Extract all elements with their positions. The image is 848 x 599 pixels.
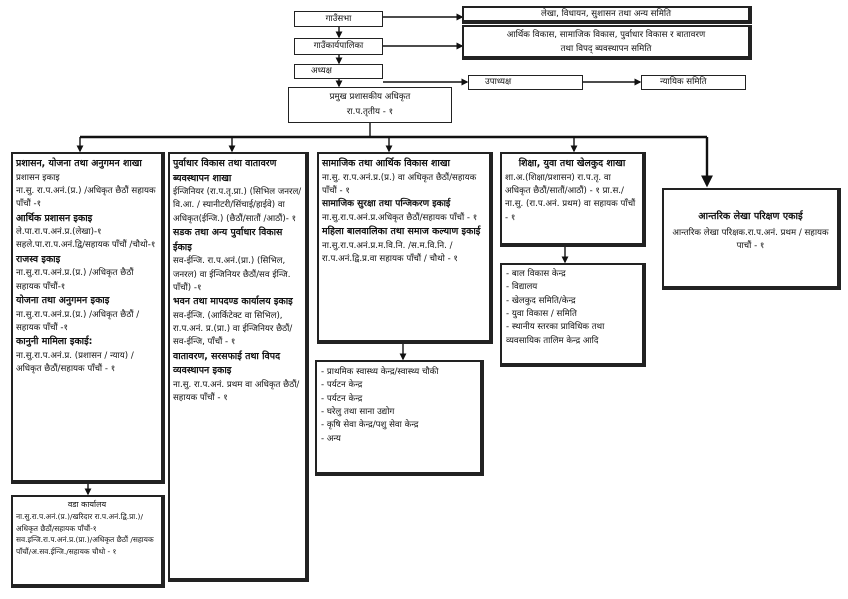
social-branch-staff: ना.सु. रा.प.अनं.प्र.(प्र.) वा अधिकृत छैठ…	[322, 172, 477, 196]
nyayik-label: न्यायिक समिति	[660, 77, 707, 87]
environment-unit-staff: ना.सु. रा.प.अनं. प्रथम वा अधिकृत छैठौं/स…	[173, 379, 300, 404]
ward-office-title: वडा कार्यालय	[67, 500, 107, 509]
social-branch-title: सामाजिक तथा आर्थिक विकास शाखा	[322, 158, 450, 169]
education-branch-box: शिक्षा, युवा तथा खेलकुद शाखा शा.अ.(शिक्ष…	[500, 152, 646, 247]
road-unit-title: सडक तथा अन्य पुर्वाधार विकास ईकाइ	[173, 227, 283, 253]
adhyaksha-label: अध्यक्ष	[311, 66, 332, 76]
karyapalika-box: गाउँकार्यपालिका	[294, 38, 383, 55]
list-item: - कृषि सेवा केन्द्र/पशु सेवा केन्द्र	[321, 420, 419, 431]
list-item: - पर्यटन केन्द्र	[321, 393, 363, 404]
internal-audit-title: आन्तरिक लेखा परिक्षण एकाई	[698, 211, 803, 222]
cao-line1: प्रमुख प्रशासकीय अधिकृत	[329, 92, 411, 102]
gaunsabha-label: गाउँसभा	[325, 14, 352, 24]
admin-unit-title: प्रशासन इकाइ	[16, 172, 60, 183]
social-services-list: - प्राथमिक स्वास्थ्य केन्द्र/स्वास्थ्य च…	[317, 366, 480, 446]
education-services-list-box: - बाल विकास केन्द्र - विद्यालय - खेलकुद सम…	[500, 263, 646, 367]
list-item: - बाल विकास केन्द्र	[506, 269, 566, 279]
infrastructure-branch-title: पुर्वाधार विकास तथा वातावरण ब्यवस्थापन श…	[173, 158, 277, 184]
planning-unit-staff: ना.सु.रा.प.अनं.प्र.(प्र.) /अधिकृत छैठौं …	[16, 309, 140, 333]
internal-audit-staff: आन्तरिक लेखा परिक्षक.रा.प.अनं. प्रथम / स…	[672, 227, 829, 252]
education-branch-staff: शा.अ.(शिक्षा/प्रशासन) रा.प.तृ. वा अधिकृत…	[505, 172, 636, 223]
karyapalika-committee-line2: तथा विपद् ब्यवस्थापन समिति	[560, 44, 652, 54]
list-item: - खेलकुद समिति/केन्द्र	[506, 295, 576, 306]
legal-unit-staff: ना.सु.रा.प.अनं.प्र. (प्रशासन / न्याय) /अ…	[16, 350, 134, 375]
infrastructure-branch-box: पुर्वाधार विकास तथा वातावरण ब्यवस्थापन श…	[168, 152, 309, 582]
infrastructure-branch-staff: ईन्जिनियर (रा.प.तृ.प्रा.) (सिभिल जनरल/वि…	[173, 187, 302, 224]
gaunsabha-committee-label: लेखा, विधायन, सुशासन तथा अन्य समिति	[541, 9, 671, 19]
admin-branch-title: प्रशासन, योजना तथा अनुगमन शाखा	[16, 158, 142, 169]
upadhyaksha-label: उपाध्यक्ष	[485, 77, 512, 87]
social-security-unit-title: सामाजिक सुरक्षा तथा पन्जिकरण इकाई	[322, 199, 451, 210]
list-item: - प्राथमिक स्वास्थ्य केन्द्र/स्वास्थ्य च…	[321, 367, 439, 377]
education-branch-title: शिक्षा, युवा तथा खेलकुद शाखा	[518, 158, 626, 169]
cao-line2: रा.प.तृतीय - १	[346, 107, 394, 117]
karyapalika-committee-line1: आर्थिक विकास, सामाजिक विकास, पुर्वाधार व…	[506, 30, 706, 40]
list-item: - अन्य	[321, 433, 341, 444]
building-unit-staff: सव-ईन्जि. (आर्किटेक्ट वा सिभिल), रा.प.अन…	[173, 310, 293, 348]
list-item: - पर्यटन केन्द्र	[321, 380, 363, 391]
ward-office-staff: ना.सु.रा.प.अनं.(प्र.)/खरिदार रा.प.अनं.द्…	[16, 512, 154, 556]
social-security-unit-staff: ना.सु.रा.प.अनं.प्र.अधिकृत छैठौं/सहायक पा…	[322, 213, 478, 224]
gaunsabha-committee-box: लेखा, विधायन, सुशासन तथा अन्य समिति	[462, 6, 752, 24]
social-branch-box: सामाजिक तथा आर्थिक विकास शाखा ना.सु. रा.…	[317, 152, 493, 344]
upadhyaksha-box: उपाध्यक्ष	[468, 75, 583, 90]
social-services-list-box: - प्राथमिक स्वास्थ्य केन्द्र/स्वास्थ्य च…	[315, 360, 484, 476]
finance-unit-title: आर्थिक प्रशासन इकाइ	[16, 212, 93, 224]
revenue-unit-title: राजस्व इकाइ	[16, 253, 61, 265]
gaunsabha-box: गाउँसभा	[294, 11, 383, 27]
environment-unit-title: वातावरण, सरसफाई तथा विपद व्यवस्थापन इकाइ	[173, 350, 281, 377]
road-unit-staff: सव-ईन्जि. रा.प.अनं.(प्रा.) (सिभिल, जनरल)…	[173, 256, 291, 293]
list-item: - विद्यालय	[506, 282, 538, 293]
legal-unit-title: कानुनी मामिला इकाई:	[16, 336, 93, 348]
internal-audit-box: आन्तरिक लेखा परिक्षण एकाई आन्तरिक लेखा प…	[662, 188, 841, 290]
admin-unit-staff: ना.सु. रा.प.अनं.(प्र.) /अधिकृत छैठौं सहा…	[16, 185, 156, 210]
finance-unit-staff: ले.पा.रा.प.अनं.प्र.(लेखा)-१ सहले.पा.रा.प…	[16, 227, 156, 251]
building-unit-title: भवन तथा मापदण्ड कार्यालय इकाइ	[173, 296, 293, 308]
karyapalika-committee-box: आर्थिक विकास, सामाजिक विकास, पुर्वाधार व…	[462, 25, 752, 60]
list-item: - युवा विकास / समिति	[506, 308, 577, 319]
planning-unit-title: योजना तथा अनुगमन इकाइ	[16, 294, 110, 306]
adhyaksha-box: अध्यक्ष	[294, 64, 383, 79]
admin-branch-box: प्रशासन, योजना तथा अनुगमन शाखा प्रशासन इ…	[11, 152, 165, 484]
cao-box: प्रमुख प्रशासकीय अधिकृत रा.प.तृतीय - १	[288, 87, 452, 123]
nyayik-box: न्यायिक समिति	[641, 75, 746, 90]
women-child-unit-staff: ना.सु.रा.प.अनं.प्र.म.वि.नि. /स.म.वि.नि. …	[322, 241, 458, 265]
karyapalika-label: गाउँकार्यपालिका	[313, 41, 364, 51]
women-child-unit-title: महिला बालवालिका तथा समाज कल्याण इकाई	[322, 226, 481, 238]
list-item: - घरेलु तथा साना उद्योग	[321, 406, 395, 417]
education-services-list: - बाल विकास केन्द्र - विद्यालय - खेलकुद सम…	[502, 268, 642, 348]
ward-office-box: वडा कार्यालय ना.सु.रा.प.अनं.(प्र.)/खरिदा…	[11, 495, 165, 588]
list-item: - स्थानीय स्तरका प्राविधिक तथा व्यवसायिक…	[506, 322, 605, 346]
revenue-unit-staff: ना.सु.रा.प.अनं.प्र.(प्र.) /अधिकृत छैठौं …	[16, 268, 134, 292]
